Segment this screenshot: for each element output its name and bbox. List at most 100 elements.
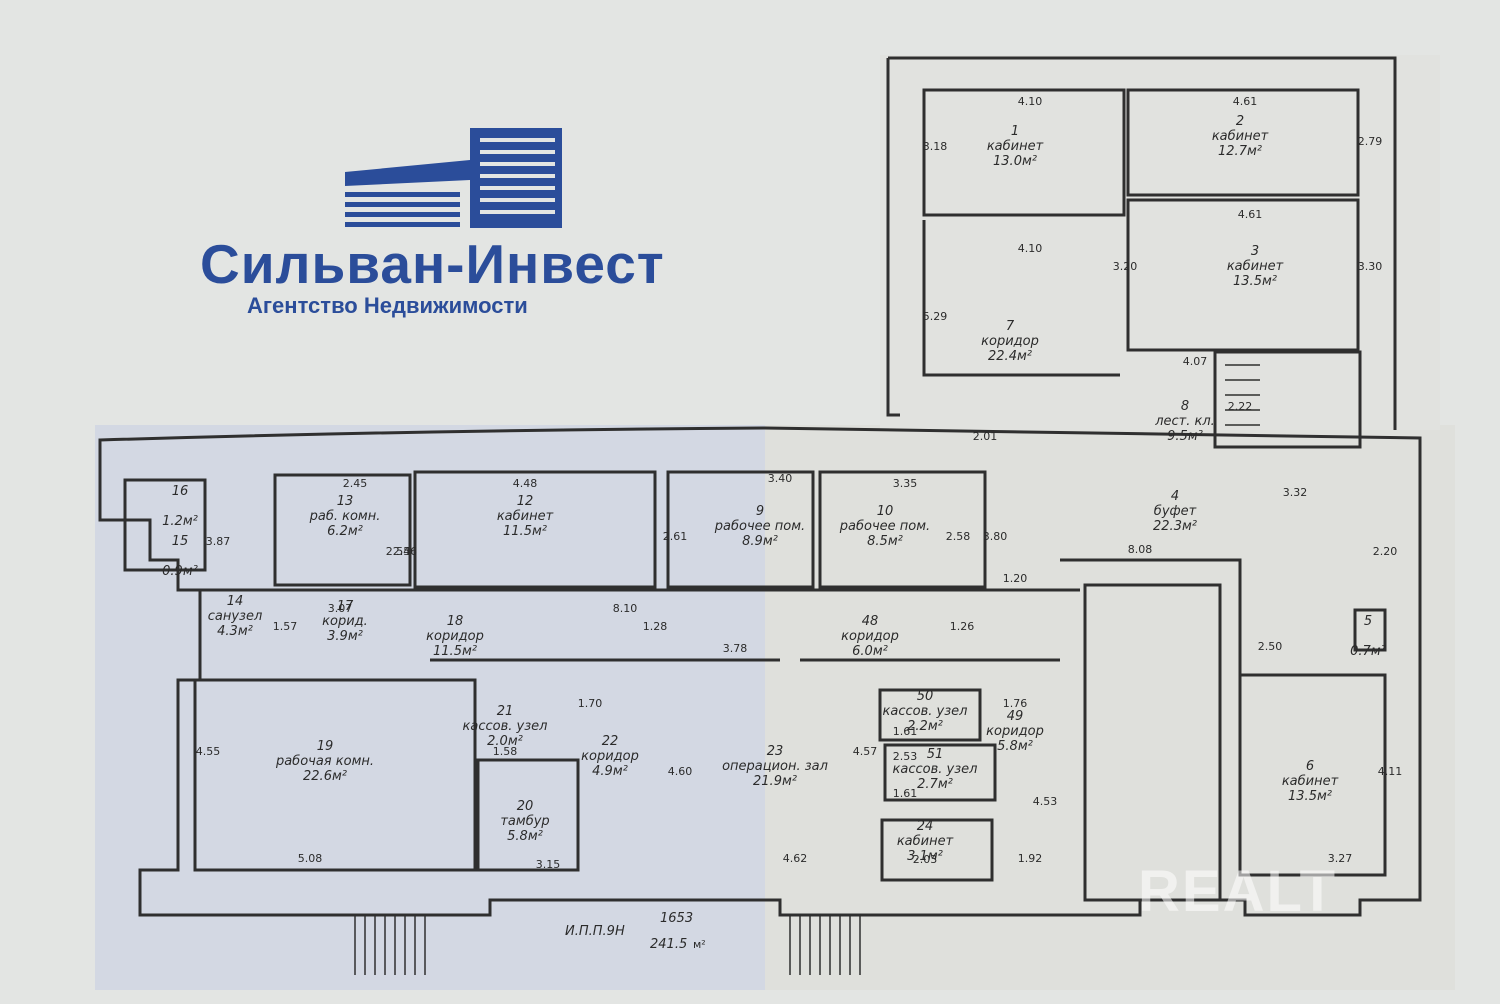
dimension-label: 2.54 [386,545,411,558]
wall-corridor [1060,558,1242,675]
room-number: 2 [1236,114,1244,129]
room-area: 4.9м² [592,764,628,779]
room-number: 17 [337,599,354,614]
room-number: 1 [1011,124,1019,139]
footer-unit: м² [693,938,706,951]
room-number: 6 [1306,759,1314,774]
dimension-label: 2.22 [1228,400,1253,413]
dimension-label: 4.10 [1018,242,1043,255]
room-label: 161.2м² [162,484,198,529]
dimension-label: 4.48 [513,477,538,490]
room-area: 8.5м² [867,534,903,549]
room-name: лест. кл. [1154,414,1215,429]
paper-sheet-top [880,55,1440,430]
room-area: 11.5м² [433,644,477,659]
room-number: 48 [862,614,879,629]
dimension-label: 3.27 [1328,852,1353,865]
room-number: 24 [917,819,934,834]
room-area: 2.2м² [907,719,943,734]
wall-room-6 [1238,673,1387,877]
room-area: 12.7м² [1218,144,1262,159]
paper-sheet-left [95,425,765,990]
dimension-label: 2.20 [1373,545,1398,558]
dimension-label: 2.56 [393,545,418,558]
room-name: раб. комн. [309,509,381,524]
paper-sheet-right [765,425,1455,990]
room-label: 150.9м² [162,534,198,579]
stairs [354,915,426,975]
wall-room-2 [1126,88,1360,197]
dimension-label: 4.11 [1378,765,1403,778]
dimension-label: 4.62 [783,852,808,865]
room-area: 0.9м² [162,564,198,579]
dimension-label: 4.53 [1033,795,1058,808]
room-label: 5 0.7м² [1350,614,1386,659]
room-name: коридор [986,724,1044,739]
room-area: 8.9м² [742,534,778,549]
room-area: 5.8м² [507,829,543,844]
room-name: рабочая комн. [275,754,374,769]
dimension-label: 3.30 [1358,260,1383,273]
room-name: коридор [841,629,899,644]
dimension-label: 4.61 [1233,95,1258,108]
dimension-label: 1.70 [578,697,603,710]
room-name: коридор [981,334,1039,349]
dimension-label: 8.08 [1128,543,1153,556]
dimension-label: 1.61 [893,725,918,738]
wall-room-1 [922,88,1126,217]
logo-subtitle: Агентство Недвижимости [247,293,528,318]
room-number: 14 [227,594,244,609]
room-number: 3 [1251,244,1259,259]
room-area: 22.6м² [303,769,347,784]
dimension-label: 1.61 [893,787,918,800]
dimension-label: 4.55 [196,745,221,758]
dimension-label: 3.35 [893,477,918,490]
dimension-label: 1.92 [1018,852,1043,865]
room-number: 5 [1364,614,1372,629]
room-name: коридор [426,629,484,644]
room-area: 3.1м² [907,849,943,864]
dimension-label: 3.07 [328,602,353,615]
dimension-label: 3.18 [923,140,948,153]
room-area: 0.7м² [1350,644,1386,659]
dimension-label: 4.57 [853,745,878,758]
room-number: 19 [317,739,334,754]
room-number: 49 [1007,709,1024,724]
wall-room-19 [193,678,477,872]
wall-room-51 [883,743,997,802]
dimension-label: 8.10 [613,602,638,615]
dimension-label: 3.80 [983,530,1008,543]
room-number: 20 [517,799,534,814]
wall-room-10 [818,470,987,589]
footer-number: 1653 [660,911,693,926]
room-name: буфет [1154,504,1197,519]
room-name: рабочее пом. [714,519,805,534]
room-name: кабинет [897,834,954,849]
wall-room-3 [1126,198,1360,352]
stairs [1225,364,1260,426]
room-name: кабинет [1227,259,1284,274]
dimension-label: 2.61 [663,530,688,543]
dimension-label: 3.32 [1283,486,1308,499]
dimension-label: 2.03 [913,853,938,866]
room-number: 9 [756,504,764,519]
room-number: 23 [767,744,784,759]
wall-room-20 [476,758,580,872]
room-name: коридор [581,749,639,764]
dimension-label: 1.76 [1003,697,1028,710]
room-name: кабинет [1282,774,1339,789]
room-number: 50 [917,689,934,704]
dimension-label: 5.29 [923,310,948,323]
